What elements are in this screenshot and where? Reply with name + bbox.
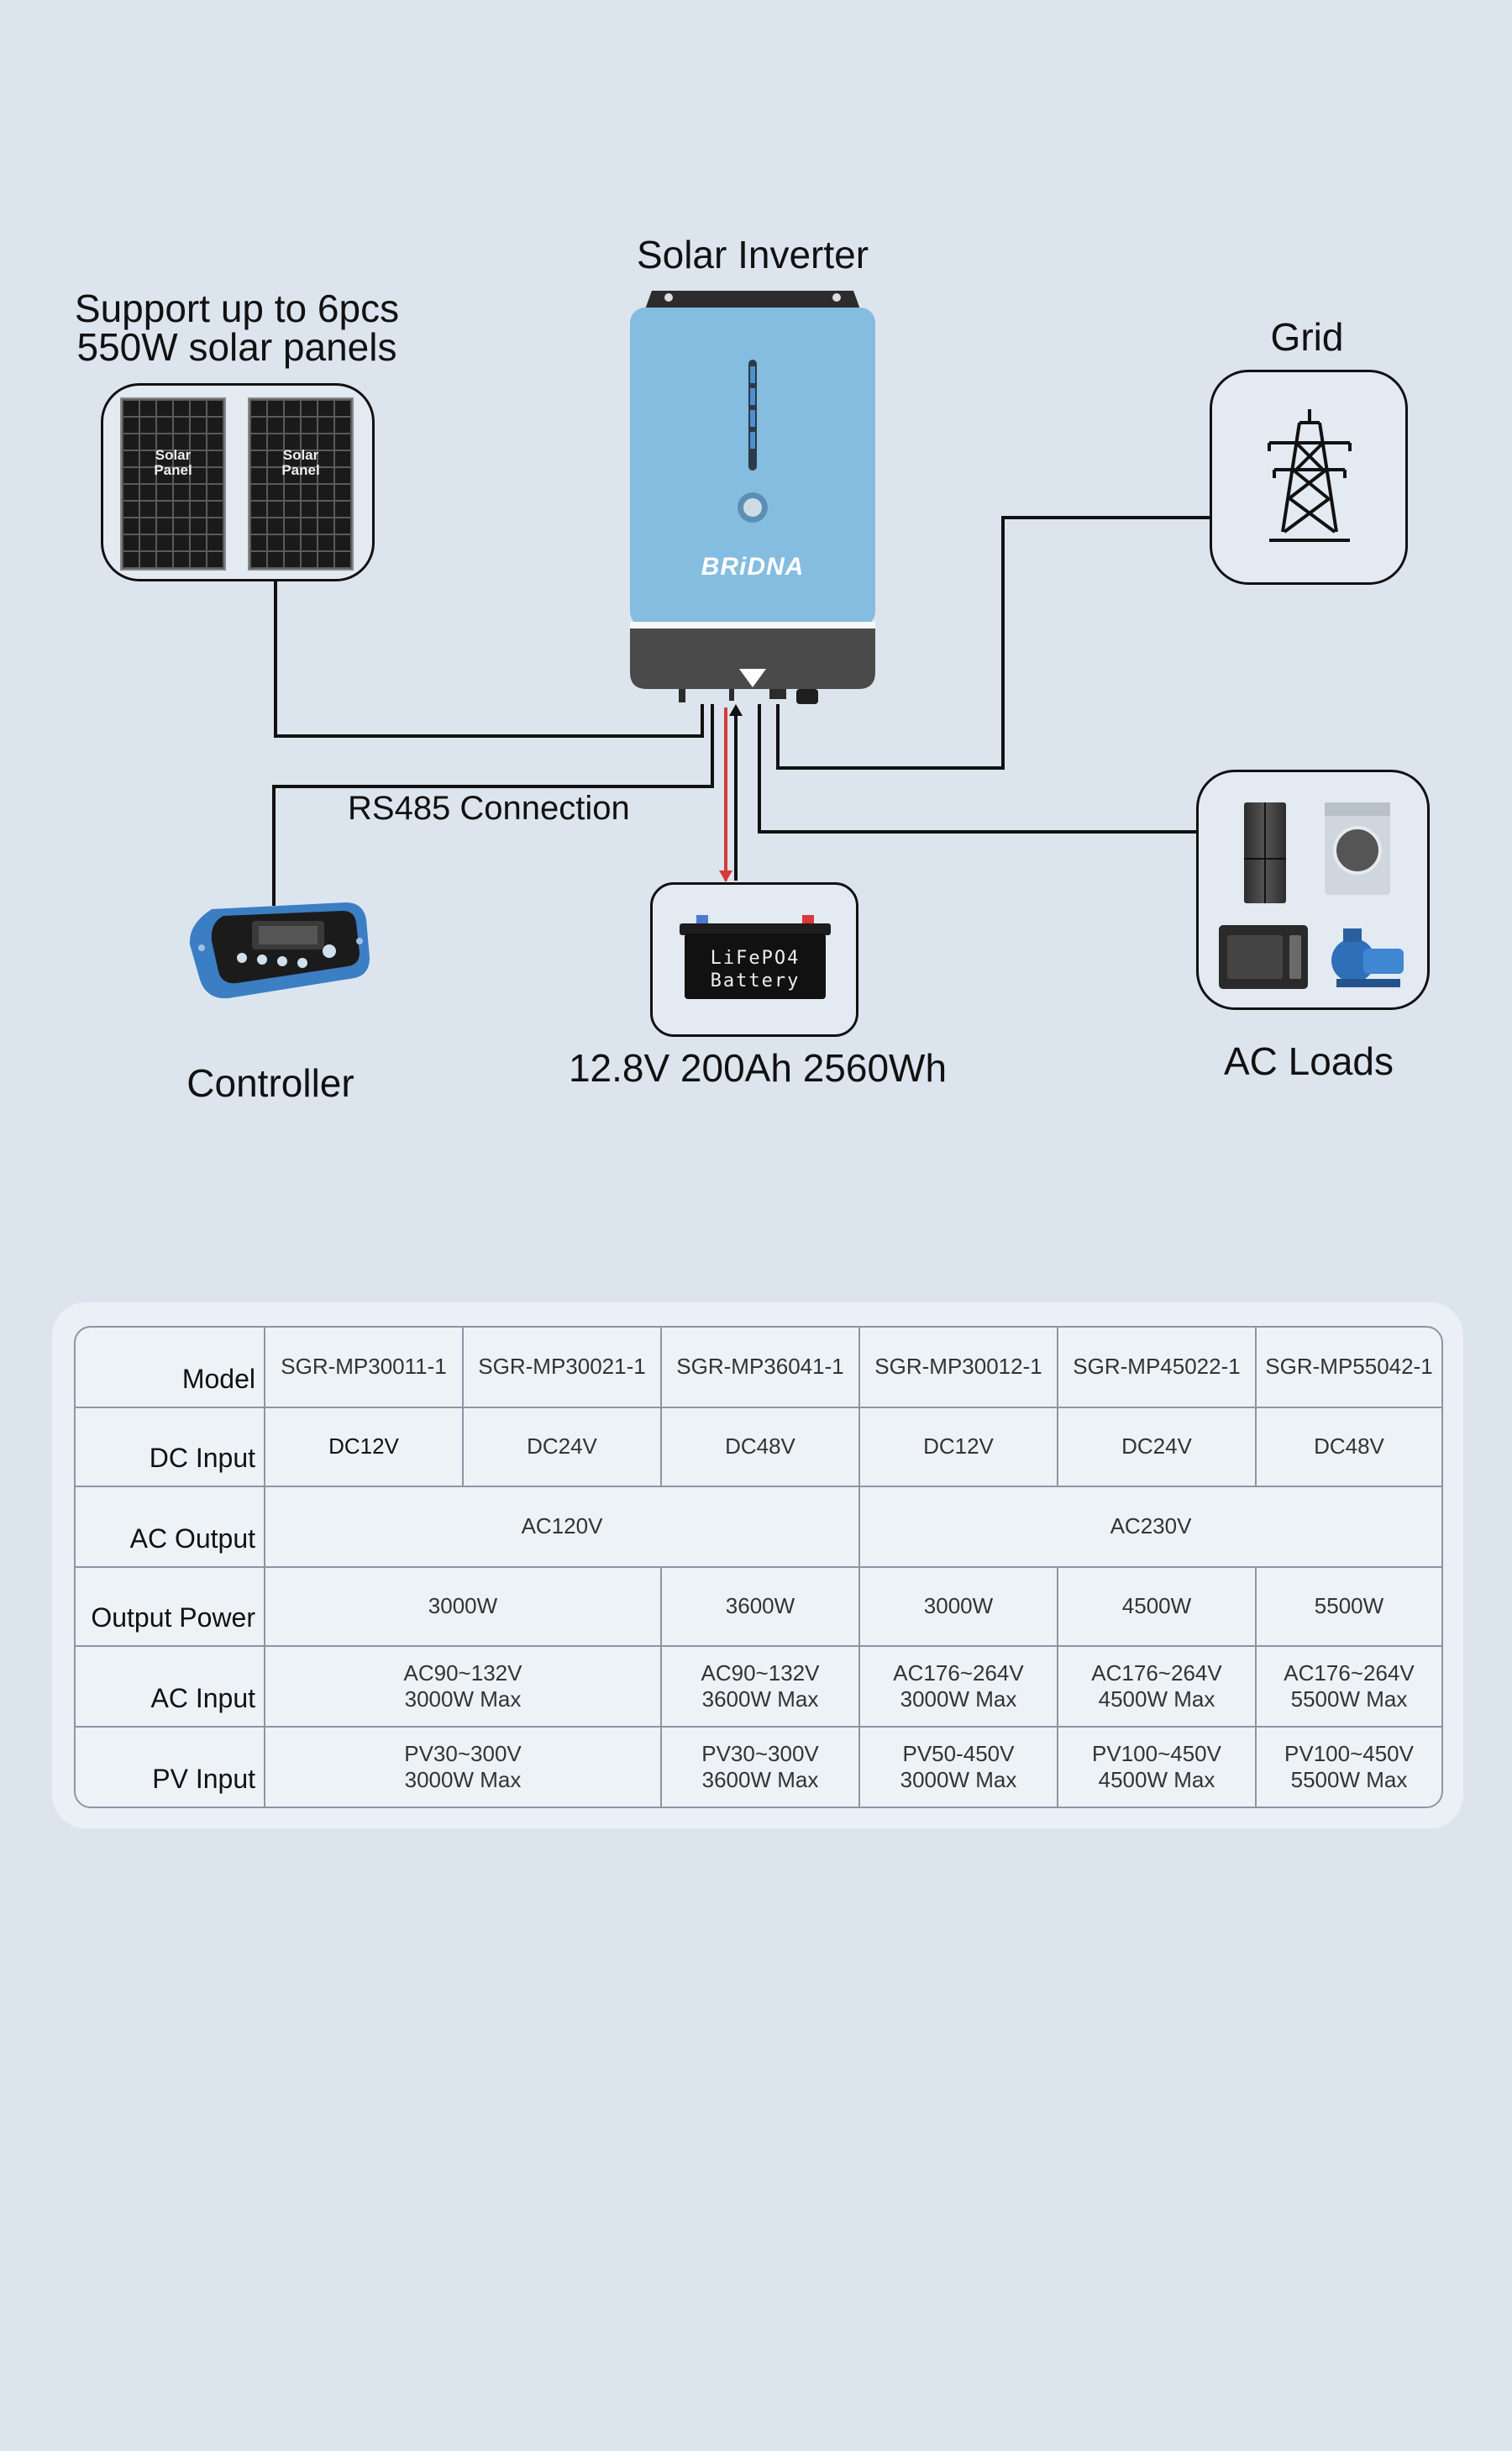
washing-machine-icon	[1325, 802, 1390, 895]
grid-box	[1210, 370, 1408, 585]
ac-input-range: AC176~264V	[893, 1659, 1024, 1686]
output-power-cell: 3000W	[860, 1568, 1058, 1647]
table-row-model: Model SGR-MP30011-1 SGR-MP30021-1 SGR-MP…	[76, 1328, 1441, 1408]
panel-1-text-1: Solar	[155, 447, 192, 463]
solar-panel-1: Solar Panel	[120, 397, 226, 571]
output-power-cell: 4500W	[1058, 1568, 1257, 1647]
battery-text-1: LiFePO4	[710, 948, 801, 969]
battery-icon: LiFePO4 Battery	[680, 915, 831, 999]
dc-input-cell: DC24V	[464, 1408, 662, 1487]
table-row-ac-output: AC Output AC120V AC230V	[76, 1487, 1441, 1568]
panel-2-text-2: Panel	[281, 462, 320, 478]
model-cell: SGR-MP36041-1	[662, 1328, 860, 1408]
pv-input-range: PV100~450V	[1284, 1740, 1414, 1766]
output-power-cell: 3600W	[662, 1568, 860, 1647]
ac-input-max: 3000W Max	[900, 1686, 1017, 1712]
dc-input-cell: DC48V	[662, 1408, 860, 1487]
water-pump-icon	[1325, 925, 1409, 994]
panel-2-text-1: Solar	[282, 447, 319, 463]
ac-loads-wire	[758, 704, 1196, 834]
microwave-icon	[1219, 925, 1308, 989]
row-header-ac-input: AC Input	[76, 1647, 265, 1728]
ac-input-range: AC176~264V	[1284, 1659, 1415, 1686]
pv-input-max: 4500W Max	[1098, 1767, 1215, 1792]
model-cell: SGR-MP30011-1	[265, 1328, 464, 1408]
solar-panel-2: Solar Panel	[248, 397, 354, 571]
controller-label: Controller	[186, 1061, 354, 1105]
ac-loads-box	[1196, 770, 1430, 1010]
pv-input-max: 3600W Max	[701, 1767, 819, 1792]
ac-input-max: 4500W Max	[1098, 1686, 1215, 1712]
grid-label: Grid	[1270, 315, 1344, 359]
pv-input-range: PV30~300V	[404, 1740, 522, 1766]
controller-device	[186, 899, 371, 1000]
dc-input-cell: DC12V	[265, 1408, 464, 1487]
ac-input-range: AC90~132V	[403, 1659, 522, 1686]
pv-input-max: 3000W Max	[900, 1767, 1017, 1792]
grid-wire	[776, 516, 1211, 770]
inverter-brand-logo: BRiDNA	[701, 553, 805, 581]
pv-input-max: 3000W Max	[404, 1767, 522, 1792]
model-cell: SGR-MP30012-1	[860, 1328, 1058, 1408]
solar-label-line1: Support up to 6pcs	[74, 287, 400, 330]
model-cell: SGR-MP30021-1	[464, 1328, 662, 1408]
inverter-label: Solar Inverter	[636, 233, 869, 276]
output-power-cell: 5500W	[1257, 1568, 1441, 1647]
spec-table-card: Model SGR-MP30011-1 SGR-MP30021-1 SGR-MP…	[52, 1302, 1463, 1828]
ac-input-range: AC176~264V	[1091, 1659, 1222, 1686]
battery-box: LiFePO4 Battery	[650, 882, 858, 1037]
pv-input-range: PV100~450V	[1092, 1740, 1221, 1766]
solar-wire	[274, 581, 704, 738]
output-power-cell: 3000W	[265, 1568, 662, 1647]
pv-input-range: PV50-450V	[902, 1740, 1015, 1766]
ac-input-max: 3000W Max	[404, 1686, 522, 1712]
dc-input-cell: DC48V	[1257, 1408, 1441, 1487]
connection-lines	[272, 516, 1211, 906]
ac-loads-label: AC Loads	[1223, 1039, 1394, 1083]
pv-input-max: 5500W Max	[1290, 1767, 1408, 1792]
power-tower-icon	[1268, 409, 1352, 542]
ac-input-max: 3600W Max	[701, 1686, 819, 1712]
ac-input-range: AC90~132V	[701, 1659, 820, 1686]
ac-output-cell: AC230V	[860, 1487, 1441, 1568]
spec-table: Model SGR-MP30011-1 SGR-MP30021-1 SGR-MP…	[74, 1326, 1443, 1808]
dc-input-cell: DC24V	[1058, 1408, 1257, 1487]
panel-1-text-2: Panel	[154, 462, 192, 478]
pv-input-range: PV30~300V	[701, 1740, 819, 1766]
rs485-wire	[272, 704, 714, 906]
table-row-output-power: Output Power 3000W 3600W 3000W 4500W 550…	[76, 1568, 1441, 1647]
row-header-model: Model	[76, 1328, 265, 1408]
row-header-ac-output: AC Output	[76, 1487, 265, 1568]
dc-input-cell: DC12V	[860, 1408, 1058, 1487]
solar-panels-label: Support up to 6pcs 550W solar panels	[75, 289, 399, 366]
model-cell: SGR-MP45022-1	[1058, 1328, 1257, 1408]
solar-panels-box: Solar Panel Solar Panel	[101, 383, 375, 581]
ac-input-max: 5500W Max	[1290, 1686, 1408, 1712]
solar-inverter: BRiDNA	[628, 286, 877, 706]
row-header-pv-input: PV Input	[76, 1728, 265, 1807]
refrigerator-icon	[1244, 802, 1286, 903]
row-header-output-power: Output Power	[76, 1568, 265, 1647]
battery-label: 12.8V 200Ah 2560Wh	[568, 1046, 948, 1090]
rs485-label: RS485 Connection	[348, 790, 630, 827]
model-cell: SGR-MP55042-1	[1257, 1328, 1441, 1408]
ac-output-cell: AC120V	[265, 1487, 860, 1568]
battery-text-2: Battery	[710, 970, 801, 991]
row-header-dc-input: DC Input	[76, 1408, 265, 1487]
table-row-dc-input: DC Input DC12V DC24V DC48V DC12V DC24V D…	[76, 1408, 1441, 1487]
solar-label-line2: 550W solar panels	[76, 325, 397, 369]
